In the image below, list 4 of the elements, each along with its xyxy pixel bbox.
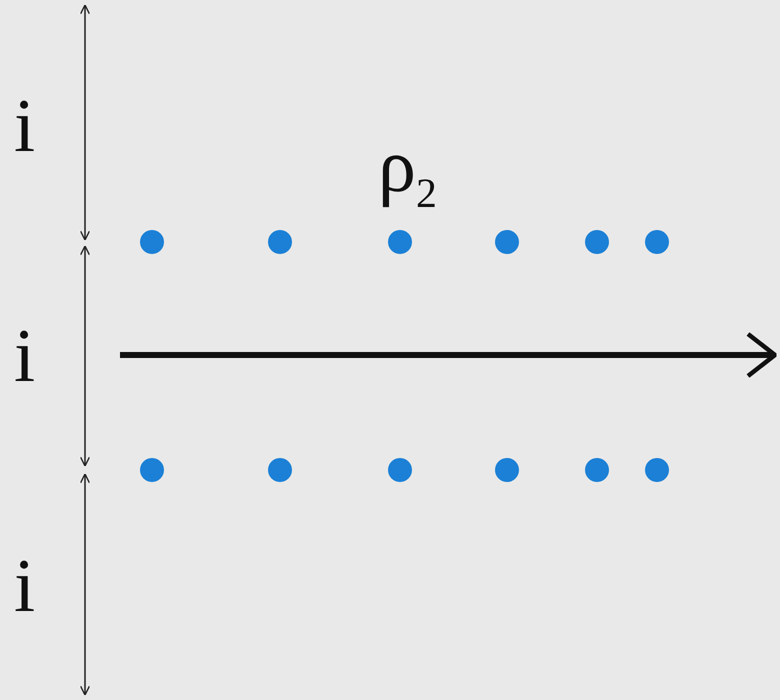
dimension-label: i — [14, 548, 36, 624]
variable-label: ρ$_{2}$ — [378, 128, 437, 216]
dimension-label: i — [14, 88, 36, 164]
dimension-label: i — [14, 318, 36, 394]
